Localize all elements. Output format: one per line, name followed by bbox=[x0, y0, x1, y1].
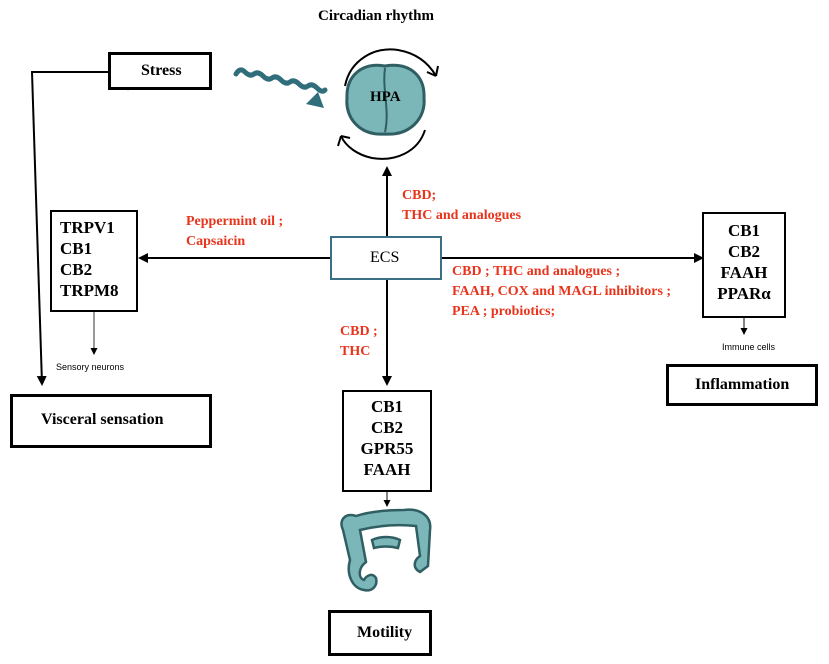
arrow-stress-to-visceral bbox=[30, 71, 108, 386]
inflammation-label: Inflammation bbox=[695, 376, 790, 393]
bottom-receptor-box: CB1 CB2 GPR55 FAAH bbox=[342, 390, 432, 492]
bottom-receptor-item: CB2 bbox=[370, 418, 404, 437]
left-receptor-item: TRPM8 bbox=[60, 281, 119, 300]
diagram-title: Circadian rhythm bbox=[318, 8, 434, 24]
right-receptor-item: CB2 bbox=[727, 242, 761, 261]
right-receptor-item: CB1 bbox=[727, 221, 761, 240]
right-drug-item: CBD ; THC and analogues ; bbox=[452, 264, 621, 279]
top-drug-item: CBD; bbox=[402, 188, 437, 203]
bottom-drug-item: CBD ; bbox=[340, 324, 378, 339]
visceral-sensation-box: Visceral sensation bbox=[10, 394, 212, 448]
ecs-label: ECS bbox=[370, 249, 400, 266]
ecs-box: ECS bbox=[330, 236, 442, 280]
right-receptor-box: CB1 CB2 FAAH PPARα bbox=[702, 212, 786, 318]
visceral-sensation-label: Visceral sensation bbox=[41, 411, 164, 428]
bottom-receptor-item: GPR55 bbox=[360, 439, 414, 458]
intestine-icon bbox=[340, 508, 432, 592]
left-drug-item: Peppermint oil ; bbox=[186, 214, 284, 229]
motility-label: Motility bbox=[357, 624, 413, 641]
sensory-neurons-label: Sensory neurons bbox=[56, 362, 125, 372]
left-receptor-item: CB2 bbox=[60, 260, 93, 279]
stress-box: Stress bbox=[108, 52, 212, 90]
left-drug-list: Peppermint oil ; Capsaicin bbox=[186, 212, 283, 252]
right-drug-list: CBD ; THC and analogues ; FAAH, COX and … bbox=[452, 262, 671, 322]
inflammation-box: Inflammation bbox=[666, 364, 818, 406]
left-receptor-item: TRPV1 bbox=[60, 218, 115, 237]
bottom-receptor-item: FAAH bbox=[363, 460, 411, 479]
motility-box: Motility bbox=[328, 610, 432, 656]
right-receptor-item: FAAH bbox=[720, 263, 768, 282]
bottom-receptor-item: CB1 bbox=[370, 397, 404, 416]
top-drug-item: THC and analogues bbox=[402, 208, 522, 223]
bottom-drug-list: CBD ; THC bbox=[340, 322, 378, 362]
left-receptor-item: CB1 bbox=[60, 239, 93, 258]
wavy-arrow-icon bbox=[233, 67, 328, 108]
left-receptor-box: TRPV1 CB1 CB2 TRPM8 bbox=[50, 210, 138, 312]
right-receptor-item: PPARα bbox=[717, 284, 771, 303]
immune-cells-label: Immune cells bbox=[722, 342, 776, 352]
brain-icon bbox=[345, 63, 426, 136]
right-drug-item: FAAH, COX and MAGL inhibitors ; bbox=[452, 284, 672, 299]
top-drug-list: CBD; THC and analogues bbox=[402, 186, 521, 226]
cycle-arrows-icon bbox=[337, 48, 439, 160]
stress-label: Stress bbox=[141, 62, 182, 79]
right-drug-item: PEA ; probiotics; bbox=[452, 304, 556, 319]
left-drug-item: Capsaicin bbox=[186, 234, 246, 249]
bottom-drug-item: THC bbox=[340, 344, 371, 359]
hpa-label: HPA bbox=[370, 89, 401, 105]
